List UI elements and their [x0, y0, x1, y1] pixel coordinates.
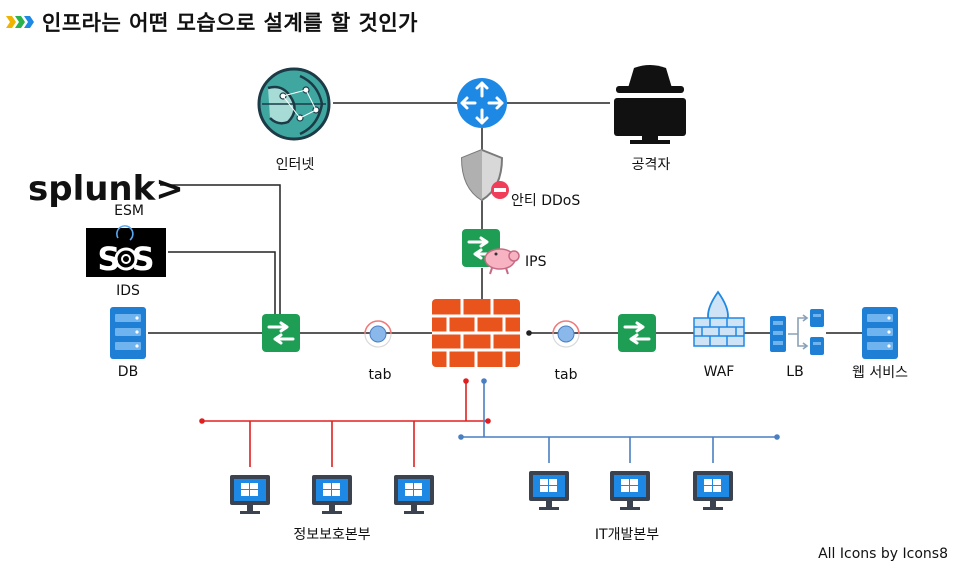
waf-icon [693, 290, 745, 347]
ids-sos-icon: S S [86, 225, 166, 278]
esm-label: ESM [114, 203, 144, 219]
load-balancer-icon [770, 309, 824, 355]
chevrons-icon [6, 16, 34, 28]
tap-right-icon [552, 320, 580, 348]
security-dept-lines [199, 378, 491, 467]
dmz-switch-icon [616, 312, 658, 354]
ids-label: IDS [116, 283, 140, 299]
icons-credit: All Icons by Icons8 [818, 546, 948, 562]
web-service-label: 웹 서비스 [852, 365, 908, 381]
it-pc-icon [529, 471, 569, 510]
tap-left-icon [364, 320, 392, 348]
svg-text:S S: S S [97, 240, 154, 278]
db-label: DB [117, 364, 139, 380]
ips-pig-icon [484, 248, 520, 275]
security-pc-icon [312, 475, 352, 514]
it-pc-icon [610, 471, 650, 510]
it-dept-lines [458, 378, 780, 463]
security-dept-label: 정보보호본부 [293, 527, 371, 543]
slide-title: 인프라는 어떤 모습으로 설계를 할 것인가 [6, 8, 418, 36]
internet-label: 인터넷 [275, 157, 315, 173]
core-switch-icon [260, 312, 302, 354]
security-pc-icon [230, 475, 270, 514]
firewall-icon [432, 299, 520, 367]
web-server-icon [862, 307, 898, 359]
tab-left-label: tab [368, 367, 392, 383]
attacker-label: 공격자 [631, 157, 671, 173]
waf-label: WAF [703, 364, 735, 380]
splunk-logo: splunk> [28, 169, 184, 209]
ips-label: IPS [525, 254, 547, 270]
lb-label: LB [786, 364, 804, 380]
tab-right-label: tab [554, 367, 578, 383]
router-icon [457, 78, 507, 128]
connection-lines [148, 102, 862, 334]
security-pc-icon [394, 475, 434, 514]
anti-ddos-shield-icon [460, 148, 509, 202]
db-server-icon [110, 307, 146, 359]
it-pc-icon [693, 471, 733, 510]
attacker-hacker-icon [614, 65, 686, 144]
internet-globe-icon [257, 67, 331, 141]
anti-ddos-label: 안티 DDoS [511, 193, 581, 209]
page-title: 인프라는 어떤 모습으로 설계를 할 것인가 [42, 11, 418, 35]
it-dept-label: IT개발본부 [594, 527, 660, 543]
